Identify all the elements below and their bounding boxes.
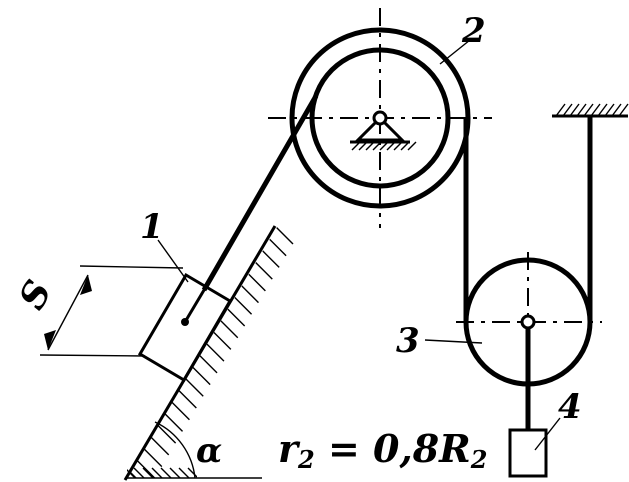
pulley-2-pivot [372, 110, 388, 126]
ground-hatch-line [187, 467, 197, 478]
incline-hatch-line [239, 284, 259, 304]
ceiling-hatch-line [597, 103, 608, 117]
ground-hatch-line [169, 467, 181, 478]
formula-rhs-subscript: 2 [470, 445, 488, 474]
ceiling-hatch-line [576, 103, 587, 117]
ceiling-hatch-line [590, 103, 601, 117]
incline-hatch-line [212, 330, 232, 350]
incline-hatch-line [246, 272, 266, 292]
incline-hatch-line [184, 377, 204, 397]
ground-hatch-line [133, 467, 145, 478]
support-hatch-line [379, 141, 389, 151]
incline-hatch-line [164, 412, 184, 432]
support-hatch-line [400, 141, 410, 151]
pulley-3-axle [520, 314, 536, 330]
angle-arc [154, 421, 196, 479]
rope-incline [201, 94, 319, 292]
block-attachment-point [181, 318, 189, 326]
formula-lhs-subscript: 2 [297, 445, 315, 474]
incline-hatch-line [267, 237, 287, 257]
ground-hatch-line [160, 467, 172, 478]
incline-hatch-line [157, 424, 177, 444]
incline-hatch-line [219, 319, 239, 339]
incline-hatch-line [143, 448, 163, 468]
ground-hatch-line [142, 467, 154, 478]
ceiling-support [552, 103, 629, 322]
label-body-2: 2 [461, 11, 486, 51]
ground-hatch-line [178, 467, 190, 478]
pulley-2-support-hatching [351, 141, 417, 151]
incline-hatch-line [150, 436, 170, 456]
incline-hatch-line [191, 366, 211, 386]
support-hatch-line [358, 141, 368, 151]
label-body-4: 4 [558, 387, 582, 427]
incline-hatching [129, 225, 294, 478]
ceiling-hatch-line [555, 103, 566, 117]
label-body-3: 3 [396, 321, 420, 361]
incline-hatch-line [253, 260, 273, 280]
incline-hatch-line [233, 295, 253, 315]
incline-hatch-line [260, 248, 280, 268]
leader-line-1 [157, 239, 189, 283]
formula-lhs: r [278, 426, 301, 471]
incline-hatch-line [129, 471, 149, 478]
ceiling-hatch-line [611, 103, 622, 117]
ground-hatch-line [127, 469, 136, 478]
leader-line-4 [534, 417, 561, 451]
pulley-2-support [354, 115, 406, 142]
support-hatch-line [407, 141, 417, 151]
displacement-annotation [39, 265, 184, 357]
support-hatch-line [372, 141, 382, 151]
incline-hatch-line [170, 401, 190, 421]
label-displacement-s: S [11, 274, 60, 317]
ceiling-hatch-line [569, 103, 580, 117]
ground-hatch-line [151, 467, 163, 478]
label-body-1: 1 [140, 207, 164, 247]
leader-line-2 [439, 39, 471, 65]
ceiling-hatch-line [618, 103, 629, 117]
radius-ratio-formula: r2 = 0,8R2 [278, 426, 487, 474]
incline-hatch-line [136, 459, 156, 478]
formula-rhs: R [438, 426, 471, 471]
load-body-4 [508, 428, 548, 478]
incline-hatch-line [177, 389, 197, 409]
leader-line-3 [424, 339, 483, 344]
formula-equals: = 0,8 [315, 426, 439, 471]
label-angle-alpha: α [196, 431, 222, 471]
support-hatch-line [351, 141, 361, 151]
incline-hatch-line [205, 342, 225, 362]
pulley-body-3 [456, 252, 602, 430]
ceiling-hatch-line [604, 103, 615, 117]
ceiling-hatch-line [583, 103, 594, 117]
incline-hatch-line [226, 307, 246, 327]
support-hatch-line [365, 141, 375, 151]
support-hatch-line [393, 141, 403, 151]
ceiling-hatch-line [562, 103, 573, 117]
incline-hatch-line [198, 354, 218, 374]
incline-hatch-line [274, 225, 294, 245]
support-hatch-line [386, 141, 396, 151]
ground-hatching [127, 467, 197, 478]
